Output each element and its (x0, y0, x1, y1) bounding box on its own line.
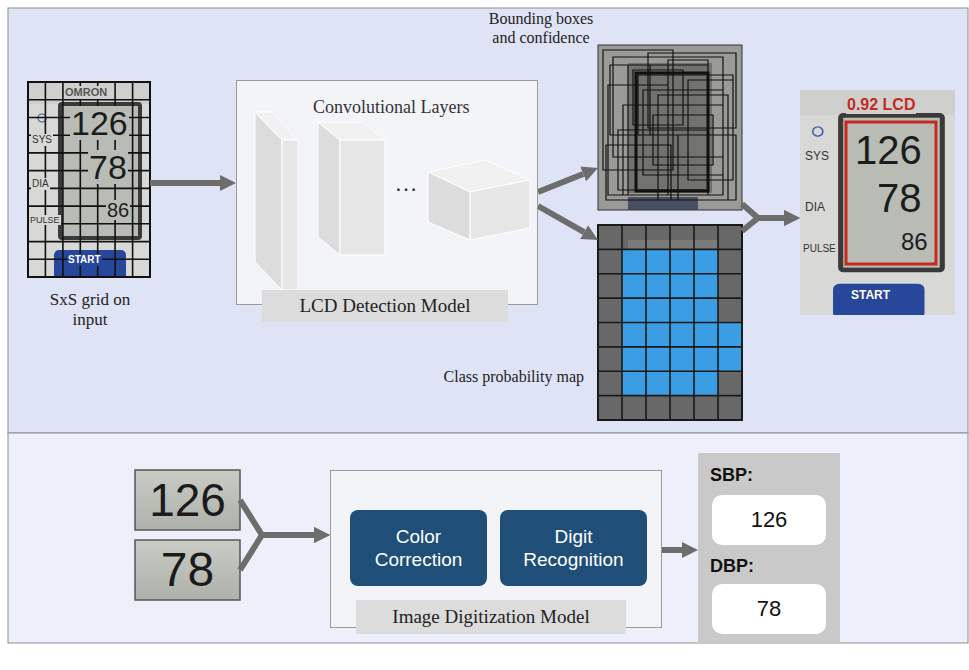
photo-ground (598, 225, 742, 420)
lcd-digits: 86 (106, 200, 130, 220)
photo-frame (28, 82, 150, 277)
flow-arrow (742, 218, 784, 231)
lcd-digits: 78 (88, 150, 128, 184)
model-name-tab: Image Digitization Model (356, 600, 626, 634)
top-panel (8, 8, 968, 433)
layer-block (318, 122, 385, 140)
flow-arrow (240, 535, 314, 570)
bounding-box-strong (636, 73, 708, 191)
process-box: Digit Recognition (500, 510, 647, 586)
button-label: START (850, 289, 891, 303)
result-panel: SBP: DBP: 126 78 (698, 453, 840, 643)
value-text: 78 (757, 596, 781, 621)
bottom-panel (8, 433, 968, 643)
image-caption: Bounding boxes and confidence (486, 9, 596, 47)
button-shadow (628, 197, 698, 210)
process-box: Color Correction (350, 510, 487, 586)
scale-label: DIA (31, 178, 50, 190)
layer-block (255, 112, 298, 140)
layer-block (282, 140, 298, 290)
grid-lines (598, 225, 742, 420)
lcd-digits: 126 (70, 106, 129, 140)
layer-block (340, 140, 385, 255)
output-photo: 0.92 LCD SYS DIA PULSE 126 78 86START (800, 90, 955, 315)
lcd-digits: 78 (876, 178, 923, 218)
probability-map: Class probability map (598, 225, 742, 420)
value-box: 78 (712, 584, 826, 634)
lcd-crop-image (135, 470, 240, 530)
layer-block (428, 172, 470, 240)
model-name-tab: LCD Detection Model (262, 290, 508, 322)
field-label: SBP: (710, 465, 753, 486)
detection-score: 0.92 LCD (846, 96, 916, 114)
layer-block (470, 180, 530, 240)
monitor-photo (28, 82, 150, 280)
lcd-crop-image (135, 540, 240, 600)
model-box: Image Digitization ModelColor Correction… (330, 470, 662, 628)
lcd-digits: 126 (149, 477, 226, 523)
bounding-boxes (603, 50, 736, 200)
model-box: Convolutional Layers…LCD Detection Model (236, 80, 538, 305)
lcd-digits: 126 (854, 130, 923, 170)
detection-box (846, 122, 936, 264)
photo-frame (598, 225, 742, 420)
scale-label: SYS (31, 134, 53, 146)
input-photo: OMRON SYS DIA PULSE 126 78 86START (28, 82, 150, 277)
layer-block (318, 122, 340, 255)
image-caption: Class probability map (444, 368, 584, 386)
scale-label: PULSE (802, 243, 837, 255)
process-label: Color Correction (358, 525, 479, 571)
scale-label: SYS (804, 150, 830, 164)
brand-text: OMRON (64, 86, 108, 99)
lcd-digits: 78 (161, 546, 214, 594)
value-box: 126 (712, 495, 826, 545)
monitor-photo (800, 90, 955, 318)
model-box-fill (236, 80, 538, 305)
ellipsis: … (394, 169, 418, 197)
flow-arrow (150, 180, 220, 186)
bbox-image: Bounding boxes and confidence (598, 45, 742, 210)
grid-lines (28, 82, 150, 277)
photo-frame (598, 45, 742, 210)
layer-label: Convolutional Layers (313, 97, 469, 118)
flow-arrow (662, 547, 682, 553)
lcd-digits: 86 (900, 230, 929, 254)
value-text: 126 (751, 507, 788, 532)
scale-label: DIA (804, 201, 826, 215)
field-label: DBP: (710, 556, 754, 577)
flow-arrow (240, 500, 314, 535)
flow-arrow (538, 174, 583, 192)
lcd-crop: 126 (135, 470, 240, 530)
photo-ground (598, 45, 742, 210)
process-label: Digit Recognition (508, 525, 639, 571)
layer-block (255, 112, 282, 290)
flow-arrow (538, 206, 584, 232)
button-label: START (67, 254, 102, 266)
lcd-crop: 78 (135, 540, 240, 600)
scale-label: PULSE (29, 215, 61, 225)
image-caption: SxS grid on input (40, 290, 140, 330)
